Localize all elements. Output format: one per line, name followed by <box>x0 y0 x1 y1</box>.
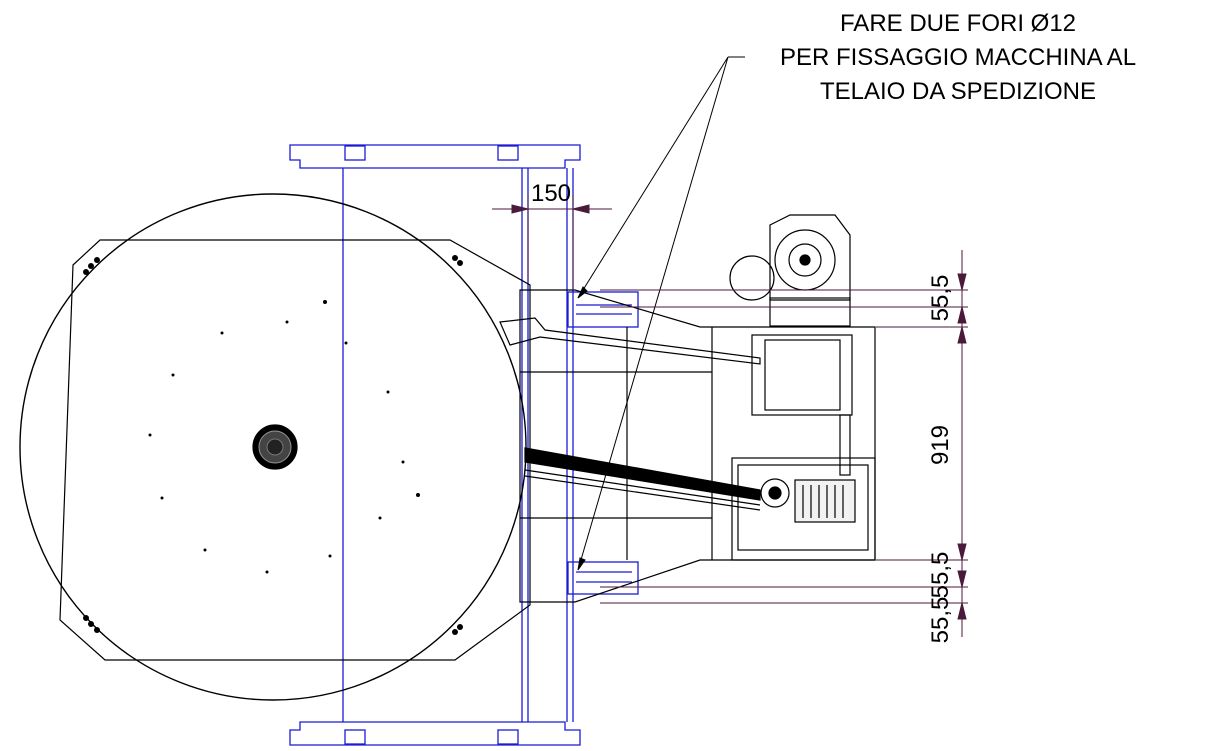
dim-height-main: 919 <box>927 425 954 465</box>
frame-bottom-pad-right <box>497 729 519 745</box>
disc-guard <box>59 239 531 661</box>
frame-top-bar <box>289 144 581 169</box>
note-line-3: TELAIO DA SPEDIZIONE <box>820 78 1096 105</box>
frame-bottom-bar <box>289 721 581 746</box>
note-leaders <box>577 56 745 571</box>
frame-top-pad-right <box>497 145 519 161</box>
frame-bottom-pad-left <box>344 729 366 745</box>
frame-plate-bottom <box>567 561 639 595</box>
drive-frame <box>731 457 876 561</box>
frame-plate-top <box>567 291 639 328</box>
frame-top-pad-left <box>344 145 366 161</box>
electric-motor <box>794 479 856 523</box>
dim-width-top: 150 <box>531 180 571 207</box>
arm-beam-bottom <box>524 447 761 501</box>
note-line-2: PER FISSAGGIO MACCHINA AL <box>780 44 1136 71</box>
roll-small <box>729 255 775 301</box>
disc-holes <box>83 255 463 635</box>
note-line-1: FARE DUE FORI Ø12 <box>840 10 1076 37</box>
dim-offset-bottom-b: 55,5 <box>927 597 954 644</box>
dim-offset-bottom-a: 55,5 <box>927 552 954 599</box>
dim-offset-top: 55,5 <box>927 275 954 322</box>
arm-beam-top <box>499 317 761 365</box>
gearbox <box>760 478 790 508</box>
machine <box>19 193 876 701</box>
shipping-frame <box>289 144 639 746</box>
turntable-disc <box>19 193 527 701</box>
dimensions <box>492 195 968 637</box>
upper-unit-housing <box>751 334 853 416</box>
